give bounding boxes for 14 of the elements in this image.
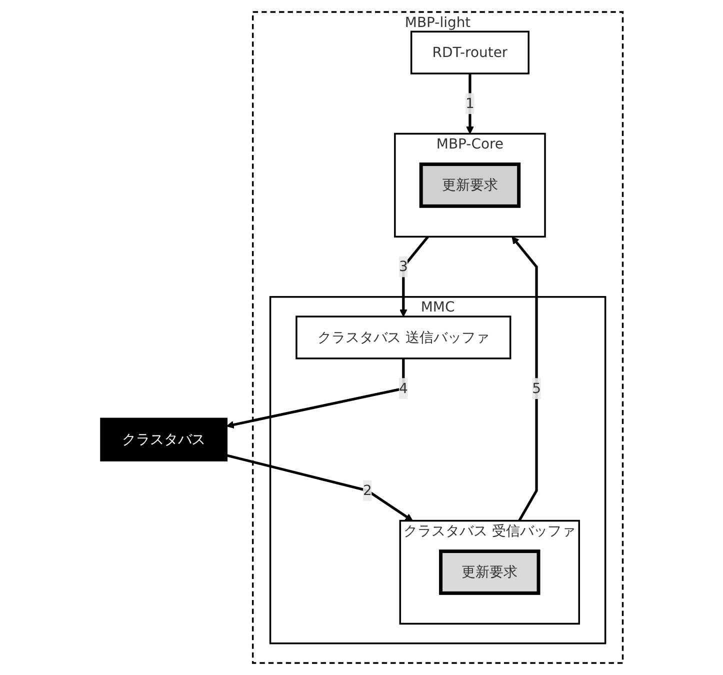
arrow — [226, 454, 413, 522]
edge-label: 1 — [465, 94, 474, 112]
edge-label: 2 — [362, 482, 372, 499]
node-box: クラスタバス 送信バッファ — [295, 316, 511, 360]
arrow — [399, 236, 429, 317]
node-box: RDT-router — [410, 30, 530, 74]
edge-label: 3 — [398, 258, 408, 275]
edge-label: 4 — [398, 380, 408, 396]
node-box: 更新要求 — [418, 162, 520, 208]
arrow — [511, 236, 538, 522]
node-box: クラスタバス — [100, 418, 228, 462]
arrow — [226, 358, 404, 429]
node-box: 更新要求 — [438, 550, 540, 595]
edge-label: 5 — [532, 380, 541, 396]
